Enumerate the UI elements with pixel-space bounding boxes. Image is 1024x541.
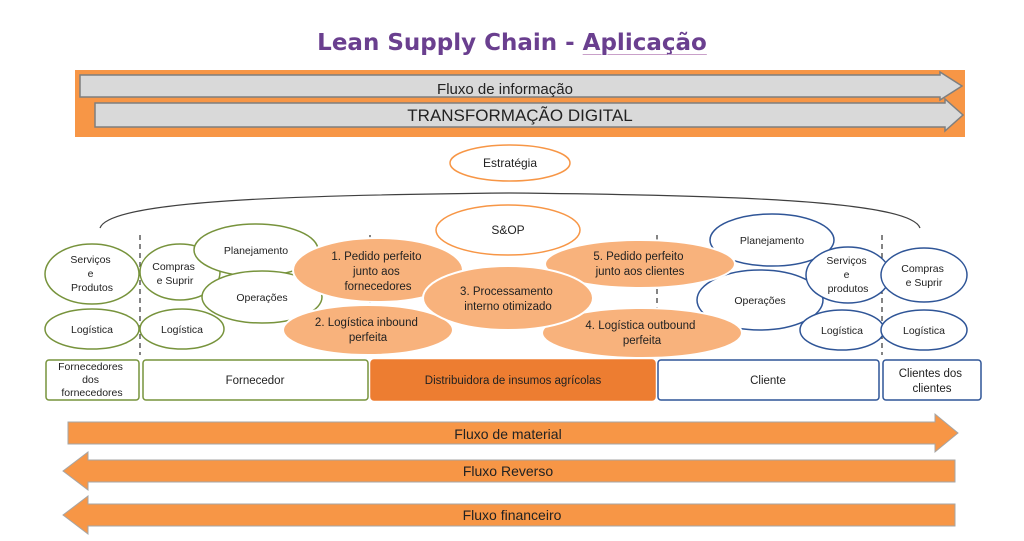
- distributor-box: [370, 359, 656, 401]
- reverse-flow-arrow: [62, 450, 956, 492]
- material-flow-label: Fluxo de material: [454, 426, 561, 442]
- logistics-supplier-of-supplier-label: Logística: [71, 324, 113, 336]
- customers-of-customers-box: [882, 359, 982, 401]
- process-4-node: [541, 307, 743, 359]
- process-5-node: [544, 239, 736, 289]
- info-flow-arrow: [79, 70, 964, 102]
- suppliers-of-suppliers-label: Fornecedores dos fornecedores: [58, 361, 126, 399]
- strategy-label: Estratégia: [483, 156, 537, 170]
- process-5-label: 5. Pedido perfeito junto aos clientes: [593, 251, 686, 278]
- operations-customer-label: Operações: [734, 295, 785, 307]
- logistics-customer-of-customer-node: [880, 309, 968, 351]
- distributor-label: Distribuidora de insumos agrícolas: [425, 375, 602, 387]
- digital-transformation-arrow: [94, 97, 965, 133]
- info-flow-label: Fluxo de informação: [437, 81, 573, 98]
- strategy-node: [449, 144, 571, 182]
- strategy-brace: [99, 192, 921, 229]
- material-flow-arrow: [67, 412, 959, 454]
- process-3-label: 3. Processamento interno otimizado: [460, 286, 556, 313]
- purchasing-customer-node: [880, 247, 968, 303]
- process-3-node: [422, 265, 594, 331]
- services-products-supplier-node: [44, 243, 140, 305]
- suppliers-of-suppliers-box: [45, 359, 140, 401]
- logistics-supplier-label: Logística: [161, 324, 203, 336]
- operations-supplier-label: Operações: [236, 292, 287, 304]
- planning-customer-label: Planejamento: [740, 235, 804, 247]
- sop-node: [435, 204, 581, 256]
- process-4-label: 4. Logística outbound perfeita: [585, 320, 698, 347]
- financial-flow-arrow: [62, 494, 956, 536]
- financial-flow-label: Fluxo financeiro: [463, 507, 562, 523]
- process-2-label: 2. Logística inbound perfeita: [315, 317, 421, 344]
- supplier-label: Fornecedor: [226, 375, 285, 387]
- purchasing-customer-label: Compras e Suprir: [901, 263, 947, 289]
- page-title: Lean Supply Chain - Aplicação: [0, 30, 1024, 56]
- planning-customer-node: [709, 213, 835, 267]
- customer-box: [657, 359, 880, 401]
- process-1-label: 1. Pedido perfeito junto aos fornecedore…: [331, 251, 424, 293]
- operations-customer-node: [696, 269, 824, 331]
- operations-supplier-node: [201, 270, 323, 324]
- sop-label: S&OP: [491, 223, 524, 237]
- digital-transformation-label: TRANSFORMAÇÃO DIGITAL: [407, 106, 632, 125]
- title-highlight: Aplicação: [582, 30, 707, 56]
- services-products-customer-label: Serviços e produtos: [826, 255, 869, 295]
- title-main: Lean Supply Chain -: [317, 30, 583, 56]
- planning-supplier-label: Planejamento: [224, 245, 288, 257]
- supplier-box: [142, 359, 369, 401]
- purchasing-supplier-label: Compras e Suprir: [152, 261, 198, 287]
- services-products-supplier-label: Serviços e Produtos: [70, 254, 113, 294]
- logistics-customer-of-customer-label: Logística: [903, 325, 945, 337]
- customers-of-customers-label: Clientes dos clientes: [899, 368, 966, 395]
- process-2-node: [282, 304, 454, 356]
- customer-label: Cliente: [750, 375, 786, 387]
- logistics-supplier-of-supplier-node: [44, 308, 140, 350]
- logistics-customer-label: Logística: [821, 325, 863, 337]
- reverse-flow-label: Fluxo Reverso: [463, 463, 553, 479]
- logistics-supplier-node: [139, 308, 225, 350]
